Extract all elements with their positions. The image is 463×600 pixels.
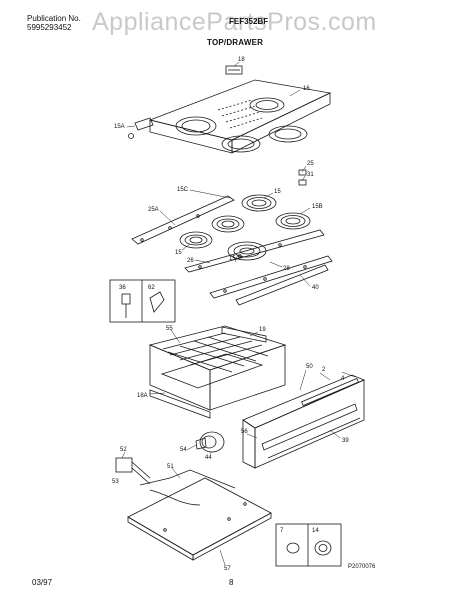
callout-19: 19 xyxy=(259,327,266,333)
callout-15b: 15B xyxy=(312,204,323,210)
cooktop xyxy=(128,65,332,154)
drawer xyxy=(148,325,287,419)
watermark: AppliancePartsPros.com xyxy=(92,8,377,36)
publication-number: 5995293452 xyxy=(27,23,72,32)
callout-57: 57 xyxy=(224,566,231,572)
callout-56: 56 xyxy=(241,429,248,435)
callout-53: 53 xyxy=(112,479,119,485)
callout-25a: 25A xyxy=(148,207,159,213)
callout-4: 4 xyxy=(341,376,345,382)
callout-40: 40 xyxy=(312,285,319,291)
inset-box-7-14 xyxy=(275,523,342,567)
callout-50: 50 xyxy=(306,364,313,370)
callout-16: 16 xyxy=(303,86,310,92)
leader-lines xyxy=(121,61,356,566)
callout-62: 62 xyxy=(148,285,155,291)
callout-54: 54 xyxy=(180,447,187,453)
callout-15-left: 15 xyxy=(175,250,182,256)
callout-2: 2 xyxy=(322,367,326,373)
publication-label: Publication No. xyxy=(27,14,81,23)
diagram-code: P2070076 xyxy=(348,564,376,570)
bottom-panel xyxy=(127,469,272,561)
callout-15a: 15A xyxy=(114,124,125,130)
callout-25: 25 xyxy=(307,161,314,167)
callout-labels: 18 16 15A 25 31 15 15C 15B 25A 15 26 15A… xyxy=(112,57,376,572)
footer-date: 03/97 xyxy=(32,578,53,587)
inset-box-36-62 xyxy=(109,279,176,323)
callout-7: 7 xyxy=(280,528,284,534)
callout-15a-low: 15A xyxy=(229,256,240,262)
callout-51: 51 xyxy=(167,464,174,470)
element-brackets xyxy=(131,195,333,306)
callout-36: 36 xyxy=(119,285,126,291)
callout-15c: 15C xyxy=(177,187,189,193)
model-number: FEF352BF xyxy=(229,17,269,26)
callout-52: 52 xyxy=(120,447,127,453)
callout-18a: 18A xyxy=(137,393,148,399)
section-title: TOP/DRAWER xyxy=(207,38,264,47)
callout-31: 31 xyxy=(307,172,314,178)
callout-28: 28 xyxy=(283,266,290,272)
drawer-front xyxy=(242,374,366,469)
knob-44 xyxy=(195,431,225,453)
callout-18: 18 xyxy=(238,57,245,63)
callout-39: 39 xyxy=(342,438,349,444)
callout-26: 26 xyxy=(187,258,194,264)
surface-elements xyxy=(179,169,311,261)
switch-52-53 xyxy=(115,457,151,485)
callout-14: 14 xyxy=(312,528,319,534)
callout-44: 44 xyxy=(205,455,212,461)
callout-55: 55 xyxy=(166,326,173,332)
footer-page-number: 8 xyxy=(229,578,234,587)
callout-15: 15 xyxy=(274,189,281,195)
